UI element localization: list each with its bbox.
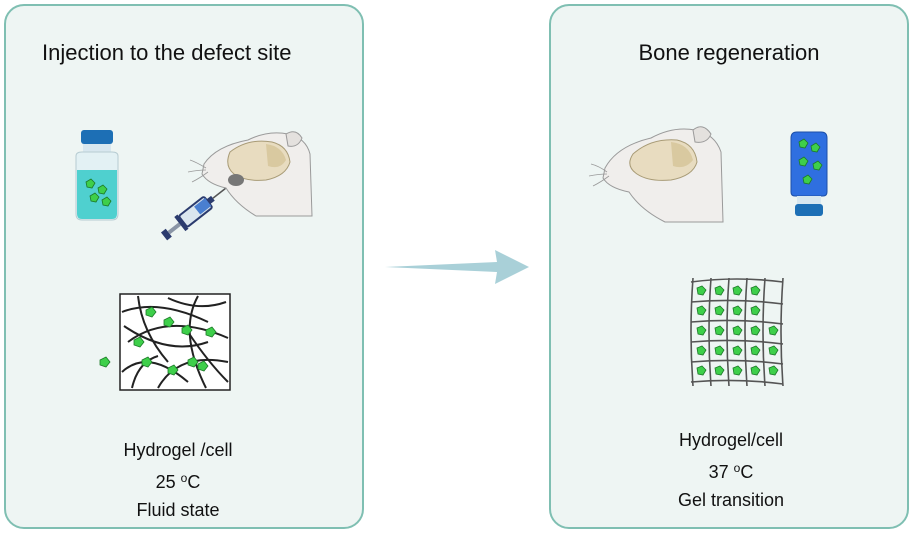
inverted-vial-icon — [790, 131, 828, 216]
cell-icon — [798, 138, 809, 149]
cell-icon — [101, 196, 112, 207]
caption-right-line3: Gel transition — [677, 490, 785, 510]
panel-title-injection: Injection to the defect site — [42, 40, 292, 65]
cell-icon — [696, 325, 707, 336]
temperature-unit-left: C — [187, 472, 201, 492]
cell-icon — [187, 356, 199, 368]
cell-icon — [768, 345, 779, 356]
temperature-unit-right: C — [740, 462, 754, 482]
cell-icon — [732, 365, 743, 376]
cell-icon — [133, 336, 145, 348]
cell-icon — [167, 364, 179, 376]
rat-head-icon — [187, 131, 313, 217]
degree-symbol: o — [733, 461, 741, 475]
caption-right-temperature: 37 oC — [553, 454, 909, 486]
cell-icon — [750, 285, 761, 296]
cell-icon — [696, 285, 707, 296]
cell-icon — [696, 365, 707, 376]
cell-icon — [750, 345, 761, 356]
degree-symbol: o — [180, 471, 188, 485]
syringe-icon — [160, 187, 226, 241]
panel-regeneration: Bone regeneration — [549, 4, 909, 529]
cell-icon — [145, 306, 157, 318]
caption-right-line1: Hydrogel/cell — [678, 430, 784, 450]
temperature-value-left: 25 — [155, 472, 176, 492]
temperature-value-right: 37 — [708, 462, 729, 482]
cell-icon — [99, 356, 111, 368]
cell-icon — [732, 325, 743, 336]
cell-icon — [812, 160, 823, 171]
cell-icon — [802, 174, 813, 185]
vial-icon — [75, 130, 119, 221]
panel-title-regeneration: Bone regeneration — [638, 40, 820, 65]
cell-icon — [750, 305, 761, 316]
cell-icon — [696, 345, 707, 356]
cell-icon — [163, 316, 175, 328]
cell-icon — [97, 184, 108, 195]
caption-right: Hydrogel/cell 37 oC Gel transition — [553, 426, 909, 514]
caption-left: Hydrogel /cell 25 oC Fluid state — [0, 436, 356, 524]
caption-left-line1: Hydrogel /cell — [123, 440, 233, 460]
panel-injection: Injection to the defect site — [4, 4, 364, 529]
cell-icon — [750, 365, 761, 376]
cell-icon — [732, 345, 743, 356]
cell-icon — [732, 305, 743, 316]
cell-icon — [696, 305, 707, 316]
cell-icon — [768, 325, 779, 336]
cell-icon — [714, 365, 725, 376]
cell-icon — [714, 285, 725, 296]
caption-left-temperature: 25 oC — [0, 464, 356, 496]
cell-icon — [181, 324, 193, 336]
cell-icon — [89, 192, 100, 203]
caption-left-line3: Fluid state — [136, 500, 220, 520]
gel-mesh-icon — [690, 277, 784, 387]
cell-icon — [714, 305, 725, 316]
cell-icon — [750, 325, 761, 336]
cell-icon — [141, 356, 153, 368]
cell-icon — [798, 156, 809, 167]
cell-icon — [85, 178, 96, 189]
cell-icon — [768, 365, 779, 376]
rat-head-icon — [588, 126, 724, 223]
cell-icon — [732, 285, 743, 296]
cell-icon — [197, 360, 209, 372]
transition-arrow-icon — [385, 250, 529, 284]
hydrogel-network-icon — [99, 293, 231, 391]
cell-icon — [714, 345, 725, 356]
cell-icon — [714, 325, 725, 336]
cell-icon — [810, 142, 821, 153]
cell-icon — [205, 326, 217, 338]
